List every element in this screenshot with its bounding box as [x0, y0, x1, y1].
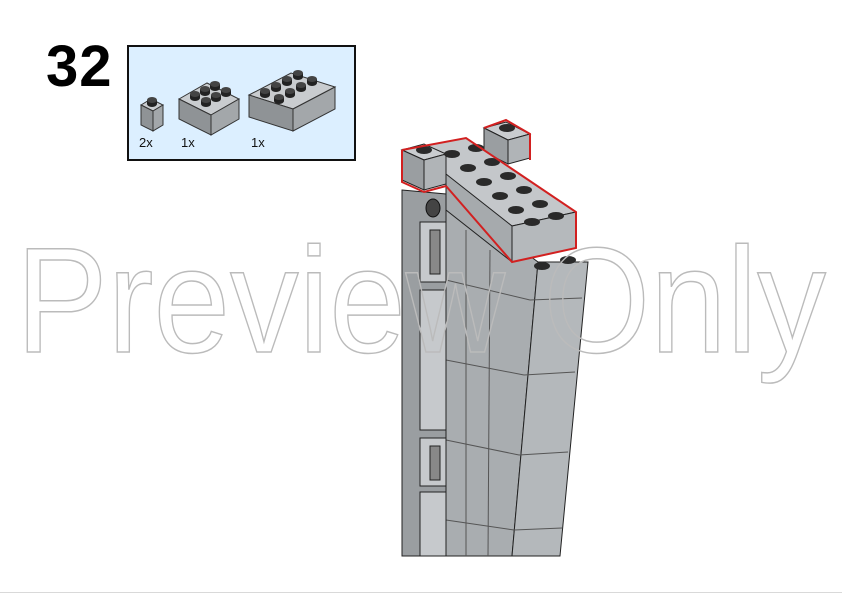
part-qty-2: 1x: [181, 135, 195, 150]
part-qty-3: 1x: [251, 135, 265, 150]
new-part-highlight: [401, 118, 577, 264]
rail-segment: [419, 491, 447, 557]
rail-segment: [419, 289, 447, 431]
part-qty-1: 2x: [139, 135, 153, 150]
bottom-rule: [0, 592, 842, 593]
technic-hole: [425, 198, 441, 218]
step-number: 32: [46, 34, 113, 99]
brick-2x3-icon: [177, 81, 241, 136]
brick-2x4-icon: [247, 70, 337, 132]
brick-1x1-icon: [139, 97, 165, 132]
parts-callout: 2x 1x 1x: [127, 45, 356, 161]
parts-illustration: [139, 70, 337, 136]
